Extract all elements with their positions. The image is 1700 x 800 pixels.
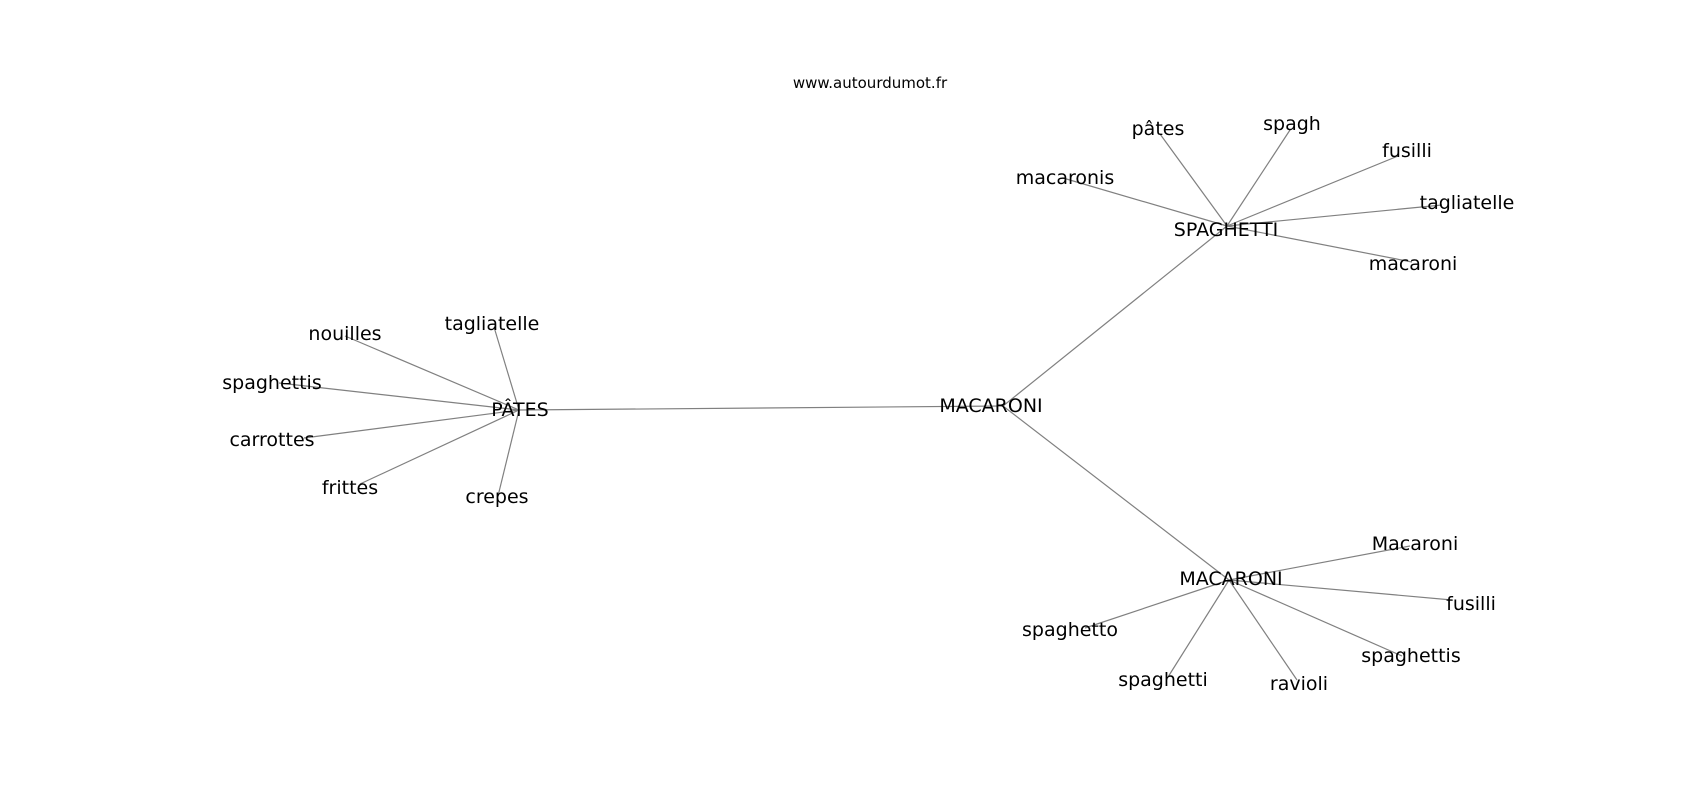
edge-spaghetti-hub-spaghetti-spagh [1226,129,1291,227]
node-label-macaroni-spaghetti: spaghetti [1118,669,1208,691]
edge-macaroni-hub-macaroni-spaghettis [1228,579,1403,657]
node-label-macaroni-hub: MACARONI [1179,568,1282,590]
node-label-macaroni-Macaroni: Macaroni [1372,533,1458,555]
edge-pates-hub-pates-spaghettis [278,382,520,411]
edge-macaroni-hub-macaroni-fusilli [1228,579,1453,601]
edge-pates-hub-pates-frittes [359,409,520,485]
node-label-macaroni-center: MACARONI [939,395,1042,417]
edge-macaroni-center-spaghetti-hub [1002,225,1228,407]
node-label-spaghetti-fusilli: fusilli [1382,140,1432,162]
node-label-spaghetti-hub: SPAGHETTI [1174,219,1278,241]
edge-macaroni-hub-macaroni-spaghetti [1167,579,1230,678]
node-label-spaghetti-tagliatelle: tagliatelle [1420,192,1515,214]
edge-macaroni-hub-macaroni-spaghetto [1084,579,1230,629]
edge-pates-hub-pates-carrottes [303,409,520,439]
graph-edges [278,129,1453,681]
node-label-pates-spaghettis: spaghettis [222,372,321,394]
edge-pates-hub-pates-nouilles [344,335,520,411]
node-label-pates-hub: PÂTES [491,398,548,421]
node-label-pates-crepes: crepes [465,486,528,508]
edge-spaghetti-hub-spaghetti-pates [1159,133,1228,227]
node-label-spaghetti-pates: pâtes [1132,118,1185,140]
edge-spaghetti-hub-spaghetti-macaronis [1062,177,1228,227]
edge-macaroni-hub-macaroni-Macaroni [1228,545,1411,581]
edge-spaghetti-hub-spaghetti-tagliatelle [1226,204,1443,227]
node-label-pates-carrottes: carrottes [229,429,314,451]
edge-pates-hub-pates-tagliatelle [493,326,520,411]
site-watermark: www.autourdumot.fr [793,74,948,92]
edge-macaroni-center-pates-hub [518,405,1004,411]
node-label-spaghetti-macaronis: macaronis [1016,167,1114,189]
edge-pates-hub-pates-crepes [497,409,520,497]
node-label-macaroni-spaghetto: spaghetto [1022,619,1118,641]
node-label-pates-tagliatelle: tagliatelle [445,313,540,335]
node-label-macaroni-fusilli: fusilli [1446,593,1496,615]
node-label-macaroni-ravioli: ravioli [1270,673,1328,695]
edge-spaghetti-hub-spaghetti-fusilli [1226,155,1399,227]
graph-labels: MACARONI PÂTES tagliatelle nouilles spaghett… [222,113,1514,695]
node-label-macaroni-spaghettis: spaghettis [1361,645,1460,667]
node-label-spaghetti-spagh: spagh [1263,113,1321,135]
edge-macaroni-hub-macaroni-ravioli [1228,579,1298,681]
edge-macaroni-center-macaroni-hub [1002,405,1230,581]
node-label-pates-nouilles: nouilles [308,323,381,345]
node-label-pates-frittes: frittes [322,477,378,499]
node-label-spaghetti-macaroni: macaroni [1369,253,1458,275]
edge-spaghetti-hub-spaghetti-macaroni [1226,225,1413,263]
